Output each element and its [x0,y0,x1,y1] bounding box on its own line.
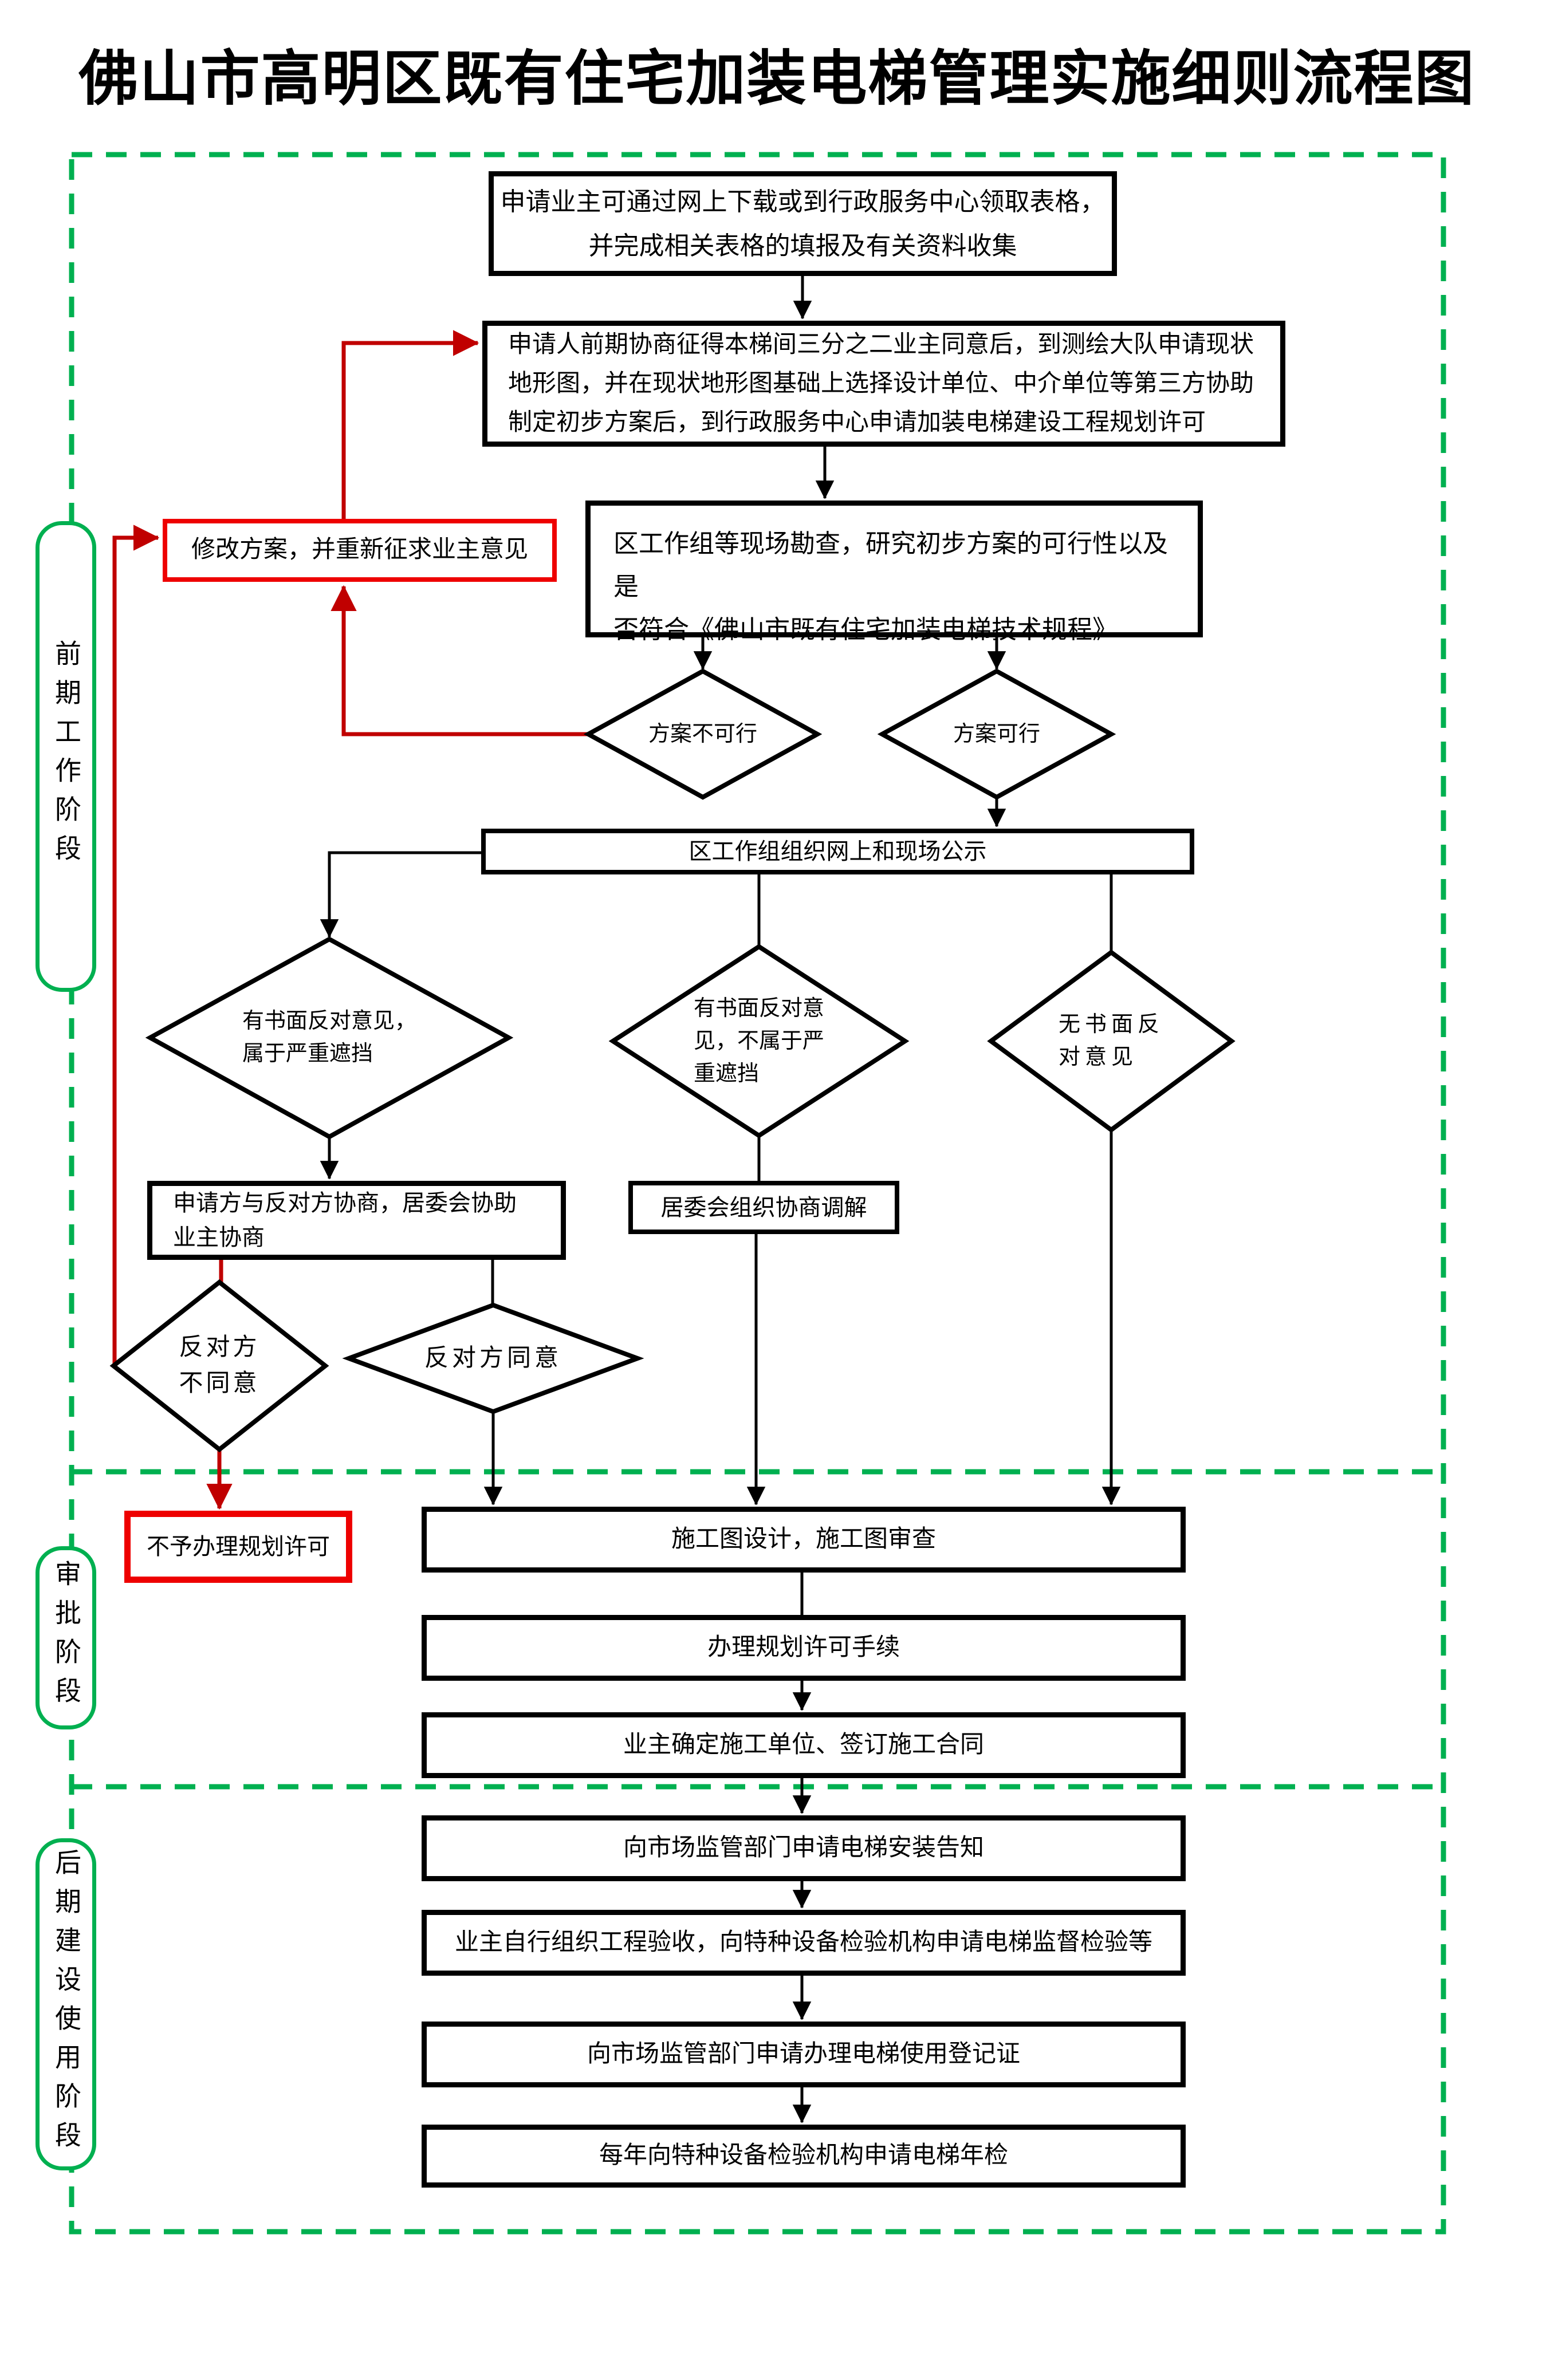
box-use-registration-label: 向市场监管部门申请办理电梯使用登记证 [587,2040,1020,2067]
box-committee-mediation-label: 居委会组织协商调解 [660,1194,867,1220]
box-public-notice-label: 区工作组组织网上和现场公示 [689,838,987,864]
diamond-label-opponent-disagree-line1: 反对方 [179,1334,260,1361]
box-applicant-opponent-negotiation-line2: 业主协商 [173,1224,265,1250]
diamond-label-objection-minor-line2: 见，不属于严 [693,1029,824,1053]
box-modify-plan-label: 修改方案，并重新征求业主意见 [191,537,528,564]
diamond-label-opponent-agree-text: 反对方同意 [424,1345,562,1372]
stage-frame-dashed-border [69,152,1446,2235]
diamond-plan-infeasible [583,668,823,800]
diamond-label-plan-infeasible-text: 方案不可行 [648,722,757,746]
box-acceptance-inspection-label: 业主自行组织工程验收，向特种设备检验机构申请电梯监督检验等 [454,1929,1152,1956]
box-no-planning-permit-label: 不予办理规划许可 [147,1534,330,1559]
box-pre-negotiation-line2: 地形图，并在现状地形图基础上选择设计单位、中介单位等第三方协助 [508,370,1254,397]
diamond-label-objection-minor-line1: 有书面反对意 [693,996,824,1020]
diamond-objection-severe [145,936,514,1140]
box-annual-inspection: 每年向特种设备检验机构申请电梯年检 [422,2125,1186,2188]
box-applicant-opponent-negotiation-line1: 申请方与反对方协商，居委会协助 [173,1190,517,1216]
stage-label-pre-work: 前期工作阶段 [36,521,96,992]
diamond-label-objection-severe: 有书面反对意见， 属于严重遮挡 [192,957,467,1118]
box-construction-drawing-design: 施工图设计，施工图审查 [422,1507,1186,1573]
connector-disagree-to-modify-red [112,525,160,1366]
box-download-forms-line1: 申请业主可通过网上下载或到行政服务中心领取表格， [500,187,1105,216]
box-installation-notification: 向市场监管部门申请电梯安装告知 [422,1815,1186,1881]
box-committee-mediation: 居委会组织协商调解 [628,1181,899,1234]
box-no-planning-permit: 不予办理规划许可 [124,1511,352,1583]
diamond-label-no-objection-line2: 对意见 [1058,1045,1138,1069]
diamond-label-plan-infeasible: 方案不可行 [600,694,806,774]
box-site-survey-line2: 否符合《佛山市既有住宅加装电梯技术规程》 [613,615,1118,644]
stage-label-approval: 审批阶段 [36,1546,96,1729]
box-construction-drawing-design-label: 施工图设计，施工图审查 [671,1526,936,1552]
diamond-objection-minor [608,944,910,1138]
box-planning-permit-procedure-label: 办理规划许可手续 [707,1634,900,1661]
diamond-opponent-disagree [109,1279,329,1453]
box-pre-negotiation-line1: 申请人前期协商征得本梯间三分之二业主同意后，到测绘大队申请现状 [508,331,1254,358]
page-title: 佛山市高明区既有住宅加装电梯管理实施细则流程图 [78,46,1476,112]
diamond-no-objection [987,949,1236,1133]
box-planning-permit-procedure: 办理规划许可手续 [422,1615,1186,1681]
box-pre-negotiation: 申请人前期协商征得本梯间三分之二业主同意后，到测绘大队申请现状 地形图，并在现状… [482,321,1285,447]
connector-publicity-to-objection-severe [320,851,481,938]
box-download-forms-line2: 并完成相关表格的填报及有关资料收集 [588,231,1017,260]
stage-label-post-construction: 后期建设使用阶段 [36,1838,96,2170]
diamond-label-objection-minor: 有书面反对意 见，不属于严 重遮挡 [633,967,885,1116]
connector-infeasible-to-modify-red [331,585,588,736]
diamond-label-opponent-disagree-line2: 不同意 [179,1370,260,1397]
box-construction-contract: 业主确定施工单位、签订施工合同 [422,1712,1186,1778]
diamond-label-opponent-agree: 反对方同意 [367,1324,619,1393]
box-site-survey-line1: 区工作组等现场勘查，研究初步方案的可行性以及是 [613,530,1168,601]
diamond-label-objection-severe-line2: 属于严重遮挡 [242,1042,373,1066]
box-modify-plan: 修改方案，并重新征求业主意见 [163,519,557,582]
box-acceptance-inspection: 业主自行组织工程验收，向特种设备检验机构申请电梯监督检验等 [422,1910,1186,1976]
box-public-notice: 区工作组组织网上和现场公示 [481,829,1194,874]
diamond-label-no-objection: 无书面反 对意见 [1008,972,1214,1110]
box-download-forms: 申请业主可通过网上下载或到行政服务中心领取表格， 并完成相关表格的填报及有关资料… [489,171,1117,276]
box-site-survey: 区工作组等现场勘查，研究初步方案的可行性以及是 否符合《佛山市既有住宅加装电梯技… [585,501,1203,644]
diamond-opponent-agree [342,1302,644,1414]
box-annual-inspection-label: 每年向特种设备检验机构申请电梯年检 [599,2142,1008,2169]
box-construction-contract-label: 业主确定施工单位、签订施工合同 [623,1731,984,1758]
box-installation-notification-label: 向市场监管部门申请电梯安装告知 [623,1834,984,1861]
box-applicant-opponent-negotiation: 申请方与反对方协商，居委会协助 业主协商 [147,1181,566,1260]
diamond-label-objection-severe-line1: 有书面反对意见， [242,1009,416,1033]
box-use-registration: 向市场监管部门申请办理电梯使用登记证 [422,2022,1186,2087]
diamond-label-objection-minor-line3: 重遮挡 [693,1061,759,1086]
diamond-label-no-objection-line1: 无书面反 [1058,1012,1164,1037]
diamond-label-opponent-disagree: 反对方 不同意 [133,1297,305,1435]
diamond-label-plan-feasible-text: 方案可行 [953,722,1040,746]
diamond-label-plan-feasible: 方案可行 [894,694,1100,774]
connector-modify-to-prenegotiate-red [341,330,479,519]
box-pre-negotiation-line3: 制定初步方案后，到行政服务中心申请加装电梯建设工程规划许可 [508,409,1206,436]
diamond-plan-feasible [877,668,1116,800]
